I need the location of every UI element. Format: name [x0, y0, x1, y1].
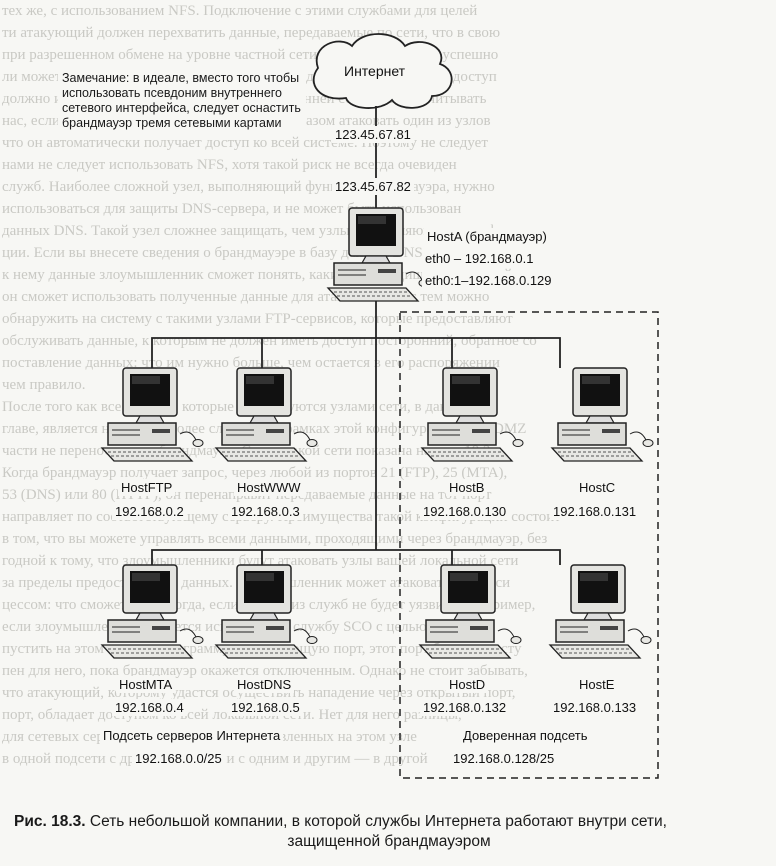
caption-number: Рис. 18.3.	[14, 813, 86, 830]
trusted-subnet-ip: 192.168.0.128/25	[450, 750, 558, 767]
host-ip-label: 192.168.0.130	[420, 503, 510, 520]
host-name-label: HostC	[576, 479, 619, 496]
trusted-subnet-boundary	[399, 311, 659, 779]
ip-external-top: 123.45.67.81	[332, 126, 414, 143]
host-name-label: HostFTP	[118, 479, 176, 496]
host-ip-label: 192.168.0.3	[228, 503, 303, 520]
caption-text-line2: защищенной брандмауэром	[287, 833, 491, 850]
caption-text: Сеть небольшой компании, в которой служб…	[89, 813, 667, 830]
host-ip-label: 192.168.0.133	[550, 699, 640, 716]
host-a-label: HostA (брандмауэр)	[424, 228, 550, 245]
background-text-line: пен для него, пока брандмауэр окажется о…	[2, 663, 528, 679]
host-ip-label: 192.168.0.132	[420, 699, 510, 716]
trusted-subnet-label: Доверенная подсеть	[460, 727, 591, 744]
ip-external-bottom: 123.45.67.82	[332, 178, 414, 195]
host-name-label: HostB	[446, 479, 488, 496]
host-name-label: HostWWW	[234, 479, 304, 496]
background-text-line: в том, что вы можете управлять всеми дан…	[2, 531, 548, 547]
eth0-label: eth0 – 192.168.0.1	[422, 250, 537, 267]
host-ftp-computer	[101, 367, 204, 462]
host-b-computer	[421, 367, 524, 462]
eth0-1-label: eth0:1–192.168.0.129	[422, 272, 555, 289]
host-e-computer	[549, 564, 652, 659]
host-d-computer	[419, 564, 522, 659]
firewall-note: Замечание: в идеале, вместо того чтобы и…	[58, 68, 306, 134]
figure-caption: Рис. 18.3. Сеть небольшой компании, в ко…	[14, 812, 764, 852]
internet-label: Интернет	[344, 63, 406, 79]
host-ip-label: 192.168.0.2	[112, 503, 187, 520]
host-ip-label: 192.168.0.131	[550, 503, 640, 520]
background-text-line: обслуживать данные, к которым не должен …	[2, 333, 537, 349]
background-text-line: нами не следует использовать NFS, хотя т…	[2, 157, 457, 173]
host-dns-computer	[215, 564, 318, 659]
background-text-line: обнаружить на систему с такими узлами FT…	[2, 311, 513, 327]
background-text-line: данных DNS. Такой узел сложнее защищать,…	[2, 223, 547, 239]
background-text-line: использоваться для защиты DNS-сервера, и…	[2, 201, 462, 217]
internet-cloud	[312, 33, 453, 109]
background-text-line: тех же, с использованием NFS. Подключени…	[2, 3, 478, 19]
host-name-label: HostD	[446, 676, 489, 693]
servers-subnet-label: Подсеть серверов Интернета	[100, 727, 284, 744]
host-name-label: HostE	[576, 676, 618, 693]
network-lines	[151, 106, 561, 565]
servers-subnet-ip: 192.168.0.0/25	[132, 750, 225, 767]
host-ip-label: 192.168.0.4	[112, 699, 187, 716]
host-a-computer	[327, 207, 430, 302]
background-text-line: чем правило.	[2, 377, 86, 393]
host-ip-label: 192.168.0.5	[228, 699, 303, 716]
host-c-computer	[551, 367, 654, 462]
host-name-label: HostDNS	[234, 676, 295, 693]
host-name-label: HostMTA	[116, 676, 176, 693]
background-text-line: Когда брандмауэр получает запрос, через …	[2, 465, 508, 481]
host-mta-computer	[101, 564, 204, 659]
host-www-computer	[215, 367, 318, 462]
